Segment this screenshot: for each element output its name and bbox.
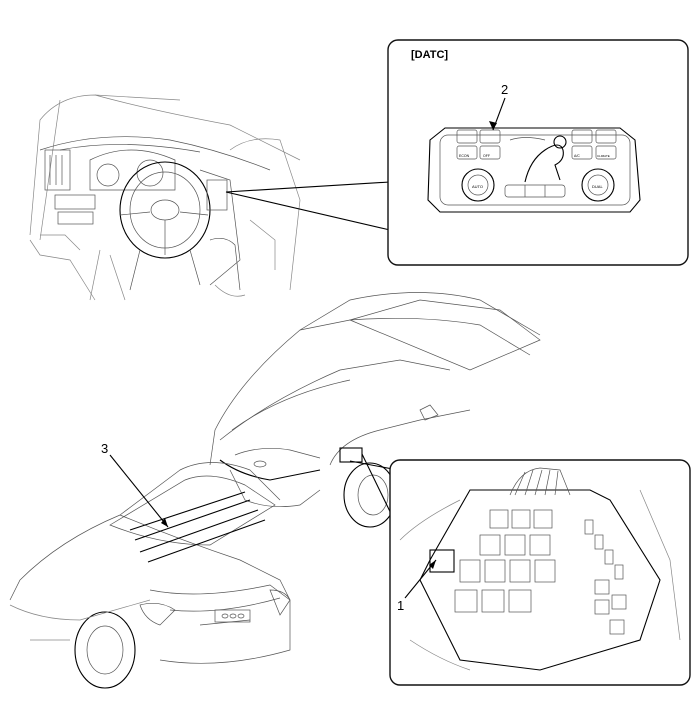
- callout-2-label: 2: [501, 82, 509, 97]
- junction-box-detail-panel: [389, 459, 691, 686]
- dashboard-interior-illustration: [29, 94, 301, 301]
- off-button-label: OFF: [483, 154, 490, 158]
- callout-3-label: 3: [101, 441, 109, 456]
- ac-button-label: A/C: [574, 154, 580, 158]
- dual-knob-label: DUAL: [592, 184, 603, 189]
- econ-button-label: ECON: [459, 154, 470, 158]
- auto-knob-label: AUTO: [472, 184, 483, 189]
- datc-detail-panel: AUTO DUAL A/C CLIMATE OFF ECON: [387, 39, 689, 266]
- rear-car-illustration: [9, 454, 291, 689]
- datc-label: [DATC]: [411, 49, 449, 61]
- climate-button-label: CLIMATE: [597, 154, 610, 158]
- callout-1-label: 1: [397, 598, 405, 613]
